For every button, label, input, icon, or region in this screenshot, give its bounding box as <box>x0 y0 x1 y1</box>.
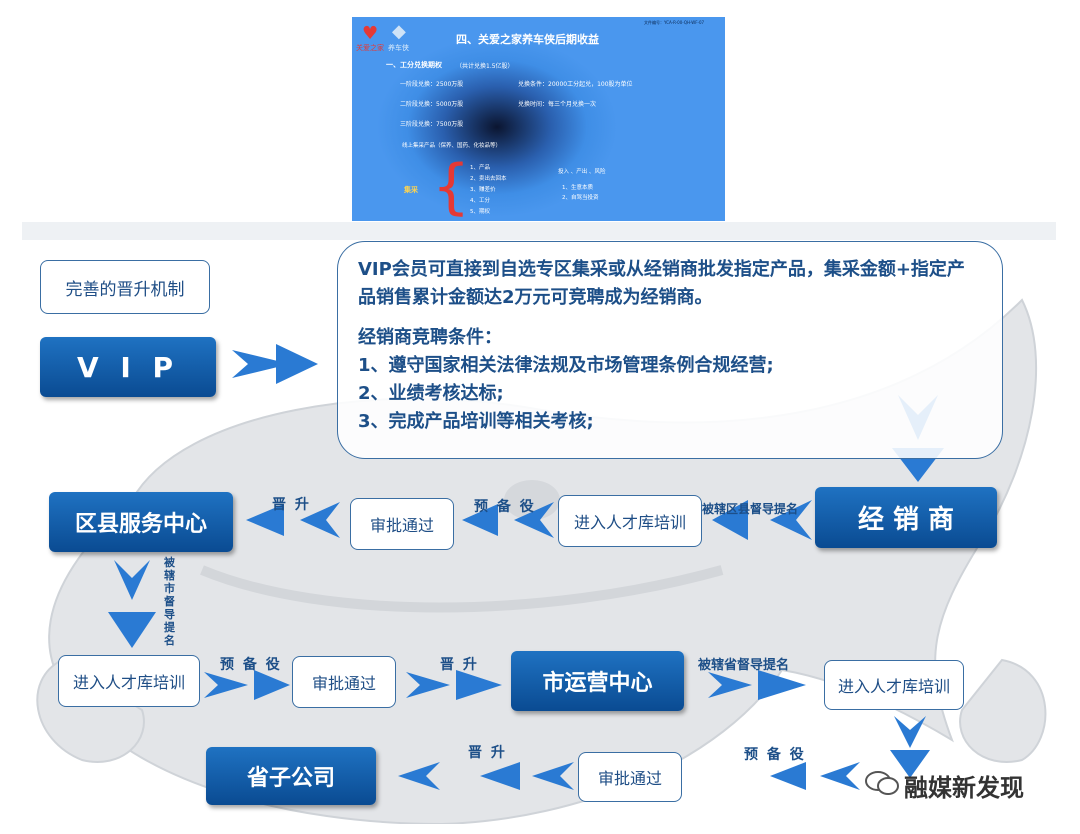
watermark-text: 融媒新发现 <box>904 774 1024 802</box>
vip-box: V I P <box>40 337 216 397</box>
item-1: 1、产品 <box>470 165 490 171</box>
talent-training-box-1: 进入人才库培训 <box>558 495 702 547</box>
stage1: 一阶段兑换：2500万股 <box>400 81 464 88</box>
wechat-icon <box>864 770 900 796</box>
section-note: （共计兑换1.5亿股） <box>456 63 514 70</box>
callout-intro: VIP会员可直接到自选专区集采或从经销商批发指定产品，集采金额+指定产品销售累计… <box>358 259 965 308</box>
reserve-label-1: 预 备 役 <box>474 499 536 515</box>
nominated-city-label: 被辖市督导提名 <box>164 556 175 647</box>
logo2-text: 养车侠 <box>388 44 409 52</box>
item-3: 3、赚差价 <box>470 187 496 193</box>
summary-slide: ♥ 关爱之家 ◆ 养车侠 文件编号：YCA-R-00-QH-WF-07 四、关爱… <box>352 17 725 221</box>
dealer-requirements-callout: VIP会员可直接到自选专区集采或从经销商批发指定产品，集采金额+指定产品销售累计… <box>337 241 1003 459</box>
nominated-county-label: 被辖区县督导提名 <box>702 502 799 516</box>
promote-label-2: 晋 升 <box>440 657 479 673</box>
callout-head: 经销商竞聘条件： <box>358 327 502 348</box>
item-5: 5、期权 <box>470 209 490 215</box>
jicai-label: 集采 <box>404 186 418 194</box>
promote-label-1: 晋 升 <box>272 497 311 513</box>
heart-logo-icon: ♥ <box>362 23 379 44</box>
dealer-box: 经 销 商 <box>815 487 997 548</box>
reserve-label-2: 预 备 役 <box>220 657 282 673</box>
stage3: 三阶段兑换：7500万股 <box>400 121 464 128</box>
cond1: 兑换条件：20000工分起兑，100股为单位 <box>518 81 633 88</box>
county-center-box: 区县服务中心 <box>49 492 233 552</box>
section-divider <box>22 222 1056 240</box>
city-center-box: 市运营中心 <box>511 651 684 711</box>
brace-icon: { <box>432 152 471 221</box>
stage2: 二阶段兑换：5000万股 <box>400 101 464 108</box>
approved-box-1: 审批通过 <box>350 498 454 550</box>
section-title: 一、工分兑换期权 <box>386 61 442 69</box>
car-logo-icon: ◆ <box>392 21 406 42</box>
callout-item-3: 3、完成产品培训等相关考核; <box>358 411 594 432</box>
slide-title: 四、关爱之家养车侠后期收益 <box>456 33 599 46</box>
callout-item-1: 1、遵守国家相关法律法规及市场管理条例合规经营; <box>358 355 774 376</box>
item-2: 2、卖出去回本 <box>470 176 507 182</box>
talent-training-box-3: 进入人才库培训 <box>824 660 964 710</box>
nominated-province-label: 被辖省督导提名 <box>698 658 790 673</box>
province-company-box: 省子公司 <box>206 747 376 805</box>
right-item-2: 2、自驾当投资 <box>562 195 599 201</box>
reserve-label-3: 预 备 役 <box>744 747 806 763</box>
talent-training-box-2: 进入人才库培训 <box>58 655 200 707</box>
item-4: 4、工分 <box>470 198 490 204</box>
mechanism-label: 完善的晋升机制 <box>40 260 210 314</box>
callout-item-2: 2、业绩考核达标; <box>358 383 504 404</box>
approved-box-2: 审批通过 <box>292 656 396 708</box>
cond2: 兑换时间：每三个月兑换一次 <box>518 101 597 108</box>
logo1-text: 关爱之家 <box>356 44 384 52</box>
approved-box-3: 审批通过 <box>578 752 682 802</box>
promote-label-3: 晋 升 <box>468 745 507 761</box>
online-products: 线上集采产品（保养、国药、化妆品等） <box>402 143 502 149</box>
right-head: 投入 、产出 、风险 <box>558 169 606 175</box>
header-meta: 文件编号：YCA-R-00-QH-WF-07 <box>644 20 705 25</box>
right-item-1: 1、生意本质 <box>562 185 593 191</box>
